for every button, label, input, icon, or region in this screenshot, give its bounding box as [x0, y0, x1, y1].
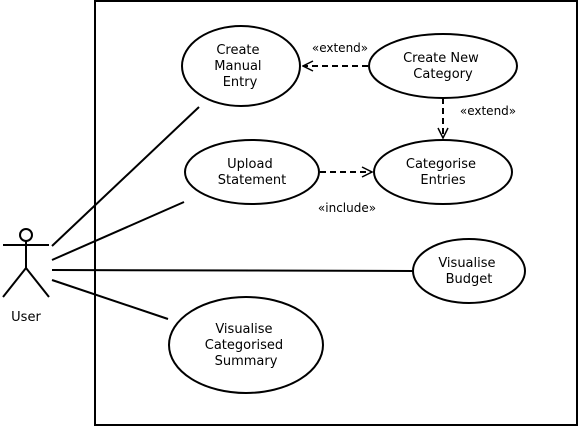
usecase-label-create-new-category: Create New Category — [403, 51, 483, 82]
usecase-label-create-manual-entry: Create Manual Entry — [214, 43, 265, 90]
usecase-label-categorise-entries: Categorise Entries — [406, 157, 480, 188]
usecase-visualise-categorised-summary — [168, 296, 324, 394]
system-boundary — [94, 0, 578, 426]
stereotype-include: «include» — [318, 201, 376, 215]
usecase-label-upload-statement: Upload Statement — [218, 157, 286, 188]
stereotype-extend-1: «extend» — [312, 41, 368, 55]
associations — [51, 106, 414, 320]
stereotype-extend-2: «extend» — [460, 104, 516, 118]
usecase-label-visualise-categorised-summary: Visualise Categorised Summary — [205, 322, 287, 369]
usecase-create-new-category — [368, 33, 518, 99]
usecase-label-visualise-budget: Visualise Budget — [438, 256, 499, 287]
actor-user — [2, 228, 50, 298]
usecase-visualise-budget — [412, 238, 526, 304]
actor-label: User — [11, 310, 41, 325]
usecase-upload-statement — [184, 139, 320, 205]
usecase-categorise-entries — [373, 139, 513, 205]
usecase-create-manual-entry — [181, 25, 301, 107]
